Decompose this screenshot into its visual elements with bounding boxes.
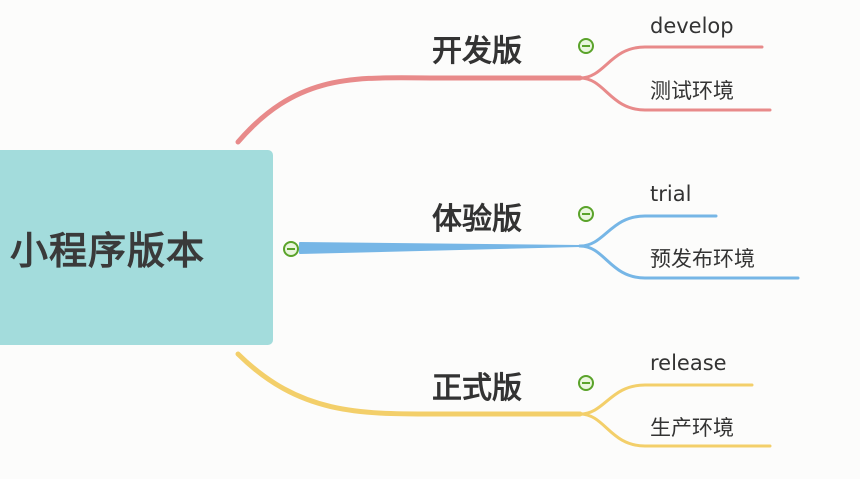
- connector-root-branch-1: [235, 75, 583, 145]
- branch-label-2[interactable]: 体验版: [432, 202, 522, 237]
- connector-branch-2-leaf-2: [578, 244, 800, 280]
- minus-circle-icon[interactable]: [283, 241, 299, 257]
- leaf-label-1-2[interactable]: 测试环境: [650, 79, 734, 103]
- connector-branch-1-leaf-1: [578, 45, 764, 80]
- leaf-label-2-2[interactable]: 预发布环境: [650, 247, 755, 271]
- leaf-label-3-2[interactable]: 生产环境: [650, 416, 734, 440]
- leaf-label-3-1[interactable]: release: [650, 351, 727, 375]
- minus-circle-icon[interactable]: [578, 206, 594, 222]
- minus-circle-icon[interactable]: [578, 38, 594, 54]
- leaf-label-2-1[interactable]: trial: [650, 182, 692, 206]
- leaf-label-1-1[interactable]: develop: [650, 14, 734, 38]
- connector-branch-3-leaf-2: [578, 412, 772, 448]
- connector-branch-1-leaf-2: [578, 76, 772, 112]
- branch-label-1[interactable]: 开发版: [432, 34, 522, 69]
- connector-root-branch-2: [299, 242, 581, 254]
- root-label: 小程序版本: [10, 229, 206, 273]
- connector-branch-3-leaf-1: [578, 383, 754, 416]
- branch-label-3[interactable]: 正式版: [432, 371, 522, 406]
- connector-root-branch-3: [235, 351, 583, 417]
- connector-branch-2-leaf-1: [578, 214, 718, 248]
- minus-circle-icon[interactable]: [578, 375, 594, 391]
- root-node[interactable]: 小程序版本: [0, 150, 273, 345]
